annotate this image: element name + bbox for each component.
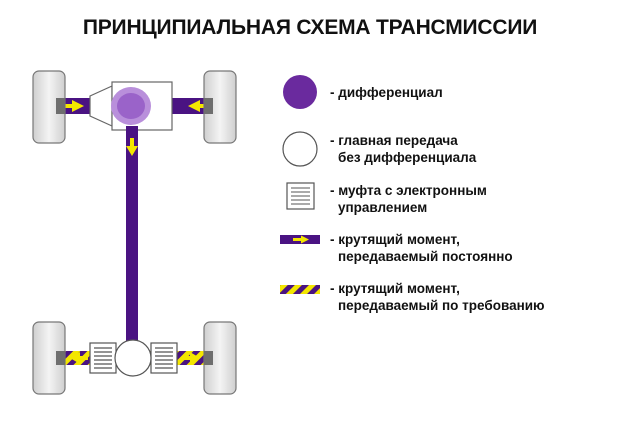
legend-line: без дифференциала xyxy=(338,150,477,165)
front-left-torque-arrow-icon xyxy=(64,100,84,112)
legend-line: - главная передача xyxy=(330,133,458,148)
driveshaft-torque-arrow-icon xyxy=(126,138,138,156)
legend-line: - крутящий момент, xyxy=(330,232,460,247)
main-gear-icon xyxy=(282,131,318,167)
legend-line: - крутящий момент, xyxy=(330,281,460,296)
rear-left-torque-arrow-icon xyxy=(70,352,88,364)
front-right-wheel xyxy=(203,70,237,144)
legend-line: - муфта с электронным xyxy=(330,183,487,198)
rear-right-torque-arrow-icon xyxy=(182,352,200,364)
driveshaft xyxy=(126,126,138,344)
rear-main-gear-icon xyxy=(114,339,152,377)
legend-line: управлением xyxy=(338,200,428,215)
legend-line: - дифференциал xyxy=(330,85,443,100)
rear-right-clutch-icon xyxy=(150,342,178,374)
electronic-clutch-icon xyxy=(286,182,315,210)
legend-item-constant-torque: - крутящий момент, передаваемый постоянн… xyxy=(330,231,513,265)
legend-line: передаваемый по требованию xyxy=(338,298,545,313)
legend-item-on-demand-torque: - крутящий момент, передаваемый по требо… xyxy=(330,280,545,314)
rear-left-wheel xyxy=(32,321,66,395)
diagram-title: ПРИНЦИПИАЛЬНАЯ СХЕМА ТРАНСМИССИИ xyxy=(82,16,538,39)
constant-torque-arrow-icon xyxy=(280,235,320,244)
front-differential-icon xyxy=(111,87,151,125)
on-demand-torque-arrow-icon xyxy=(280,285,320,294)
differential-icon xyxy=(283,75,317,109)
front-left-wheel xyxy=(32,70,66,144)
front-right-torque-arrow-icon xyxy=(188,100,208,112)
legend-item-electronic-clutch: - муфта с электронным управлением xyxy=(330,182,487,216)
rear-left-clutch-icon xyxy=(89,342,117,374)
legend-line: передаваемый постоянно xyxy=(338,249,513,264)
rear-right-wheel xyxy=(203,321,237,395)
legend-item-differential: - дифференциал xyxy=(330,84,443,101)
legend-item-main-gear: - главная передача без дифференциала xyxy=(330,132,476,166)
